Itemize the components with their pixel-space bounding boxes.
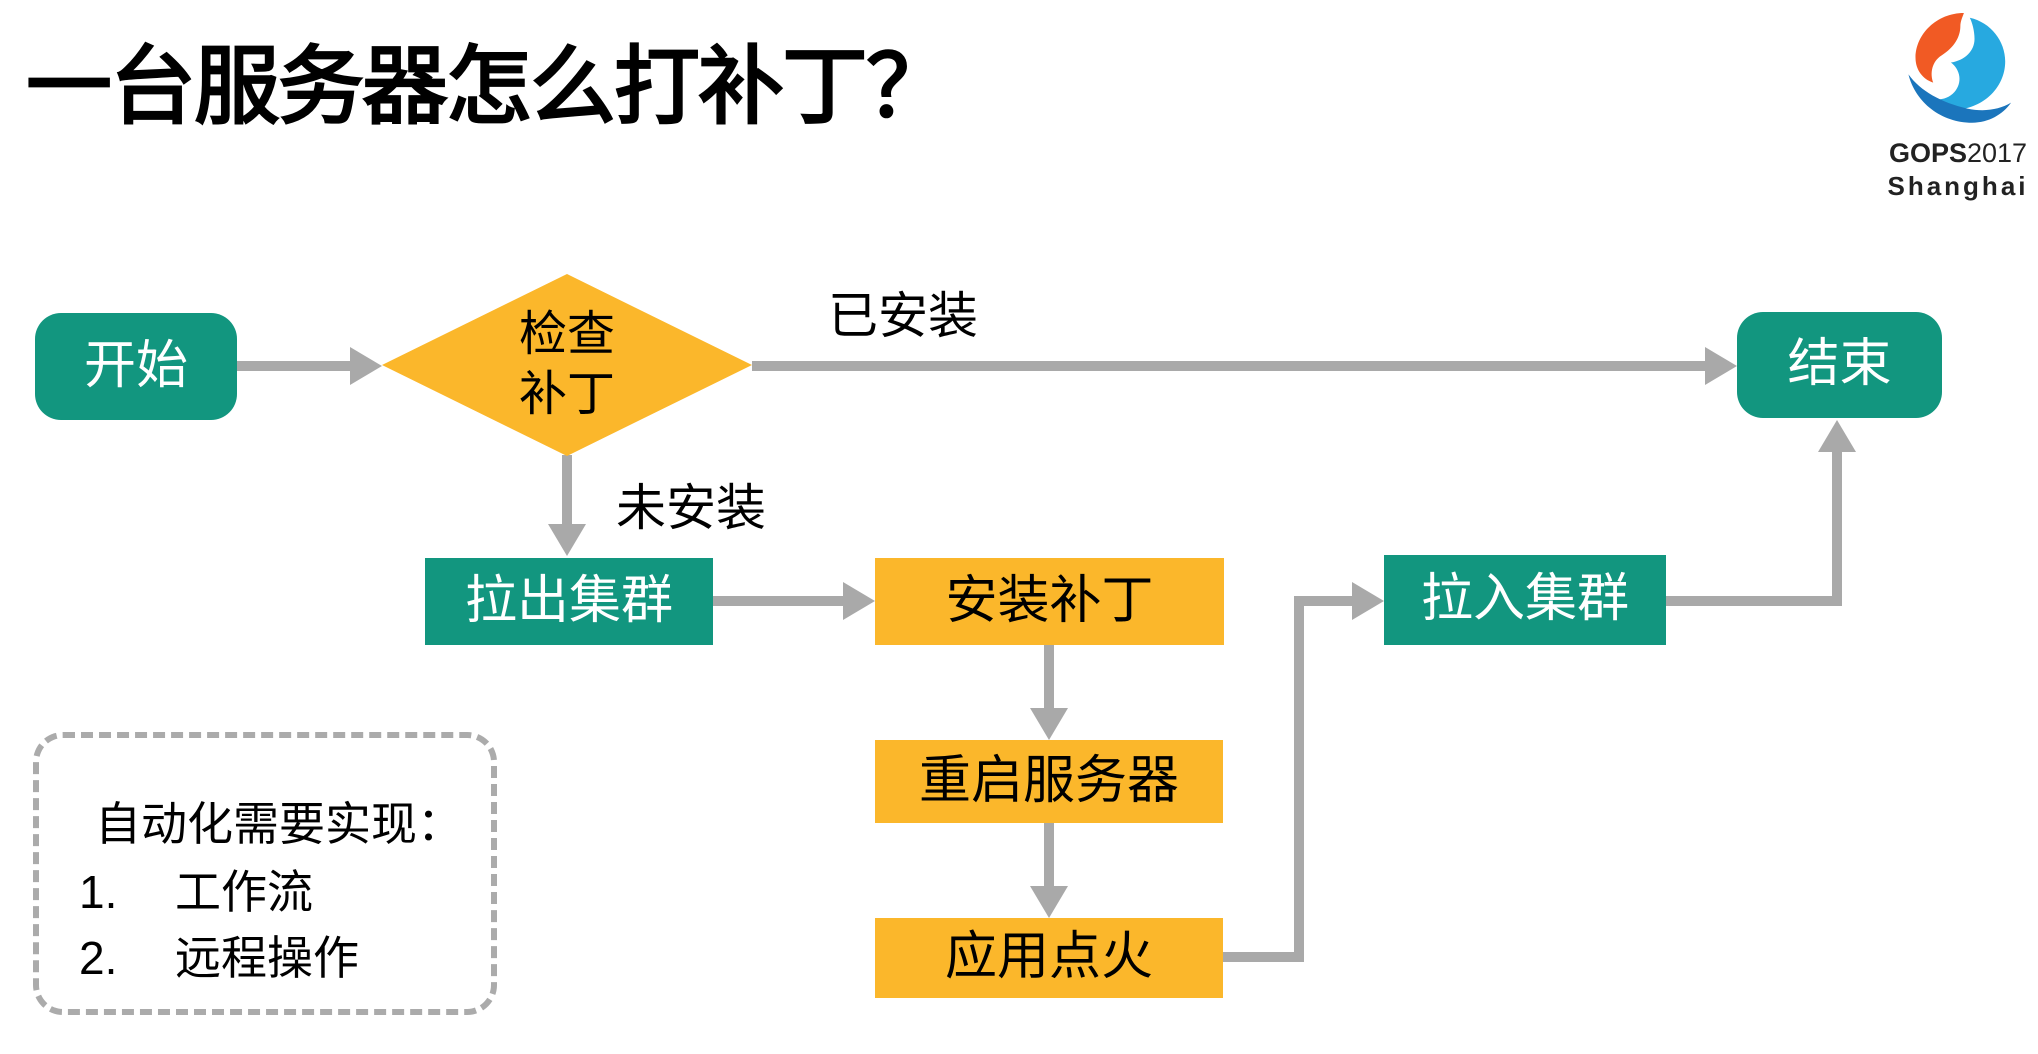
flow-node-check-patch: 检查 补丁: [382, 274, 752, 456]
flow-node-end: 结束: [1737, 312, 1942, 418]
flow-node-reboot-server: 重启服务器: [875, 740, 1223, 823]
note-item-number: 1.: [79, 866, 118, 918]
logo-year: 2017: [1966, 138, 2028, 168]
edge-label-not-installed: 未安装: [616, 480, 766, 536]
logo-text-shanghai: Shanghai: [1887, 171, 2029, 201]
logo-gops: GOPS: [1888, 138, 1967, 168]
note-item-number: 2.: [79, 932, 118, 984]
note-item-workflow: 1. 工作流: [79, 856, 313, 922]
gops-logo: GOPS2017 Shanghai: [1886, 8, 2030, 202]
note-item-text: 远程操作: [175, 932, 359, 984]
note-item-remote-ops: 2. 远程操作: [79, 922, 359, 988]
flow-node-install-patch: 安装补丁: [875, 558, 1224, 645]
automation-note-box: 自动化需要实现： 1. 工作流 2. 远程操作: [33, 732, 497, 1015]
logo-text-gops2017: GOPS2017: [1886, 138, 2030, 169]
page-title: 一台服务器怎么打补丁？: [26, 39, 952, 135]
flow-node-pull-out-of-cluster: 拉出集群: [425, 558, 713, 645]
flow-node-app-warmup: 应用点火: [875, 918, 1223, 998]
gops-logo-icon: [1908, 13, 2012, 123]
flow-node-pull-into-cluster: 拉入集群: [1384, 555, 1666, 645]
note-heading: 自动化需要实现：: [95, 798, 463, 850]
note-item-text: 工作流: [175, 866, 313, 918]
edge-label-installed: 已安装: [828, 288, 978, 344]
flow-node-start: 开始: [35, 313, 237, 420]
